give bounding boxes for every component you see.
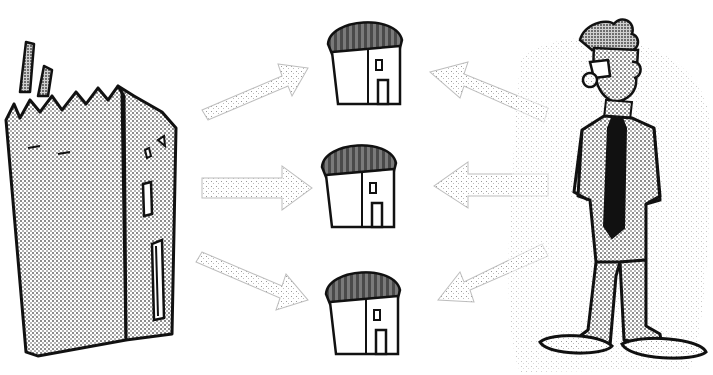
person-icon [508,19,710,372]
flow-arrow-factory-to-house-bottom [196,252,308,310]
flow-arrow-factory-to-house-top [202,64,308,120]
house-icon-top [328,22,402,104]
house-icon-bottom [326,272,400,354]
flow-arrow-factory-to-house-middle [202,166,312,210]
house-icon-middle [322,145,396,227]
factory-icon [6,42,176,356]
